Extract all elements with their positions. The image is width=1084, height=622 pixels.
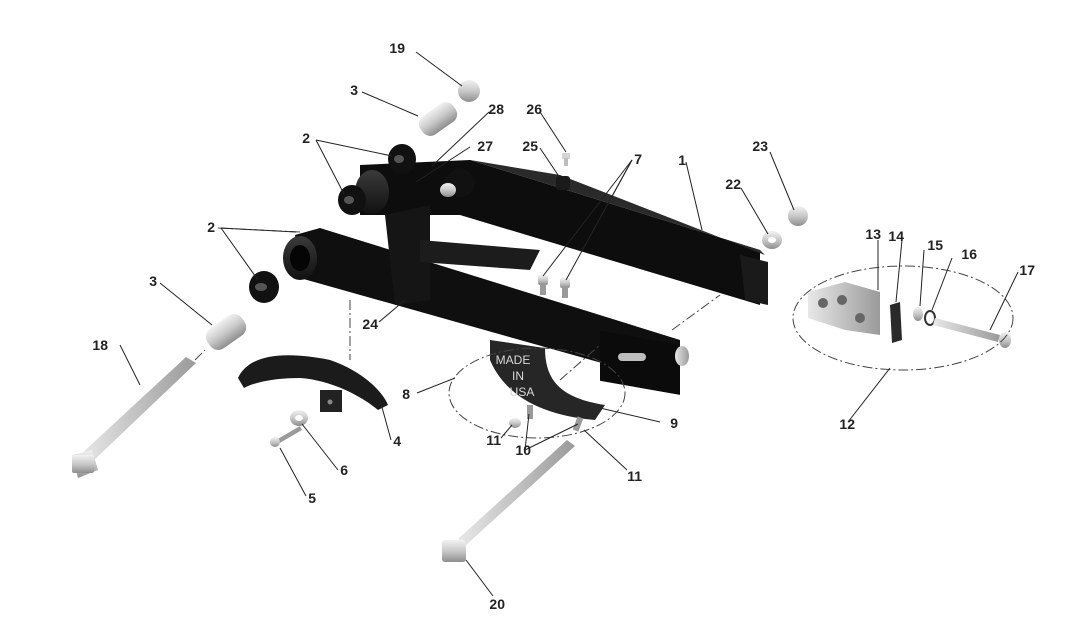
callout-17: 17 — [1019, 262, 1035, 278]
callout-8: 8 — [402, 386, 410, 402]
callout-18: 18 — [92, 337, 108, 353]
callout-19: 19 — [389, 40, 405, 56]
stamp-line3: USA — [510, 385, 535, 399]
nut-23 — [788, 206, 808, 226]
pivot-bolt — [72, 357, 196, 478]
stamp-line2: IN — [512, 369, 524, 383]
callout-3-upper: 3 — [350, 82, 358, 98]
clip-25 — [556, 176, 570, 190]
callout-2-upper: 2 — [302, 130, 310, 146]
washer-15 — [913, 307, 923, 321]
callout-5: 5 — [308, 490, 316, 506]
callout-14: 14 — [888, 228, 904, 244]
washer-16 — [924, 310, 936, 326]
callout-13: 13 — [865, 226, 881, 242]
adjuster-plate — [890, 302, 902, 343]
swingarm-frame — [283, 160, 768, 395]
adjuster-block — [808, 282, 880, 335]
callout-2-lower: 2 — [207, 219, 215, 235]
bolt-5 — [270, 426, 302, 447]
callout-labels: 19 3 2 2 3 18 28 27 26 25 7 1 23 22 24 8… — [92, 40, 1035, 612]
screw-10 — [527, 405, 533, 419]
screw-26 — [562, 153, 570, 166]
callout-15: 15 — [927, 237, 943, 253]
callout-7: 7 — [634, 151, 642, 167]
shock-bolt-b — [560, 278, 570, 298]
spacer-upper — [418, 102, 458, 136]
axle-bolt — [442, 440, 575, 562]
callout-11-left: 11 — [486, 432, 501, 448]
washer-6 — [290, 410, 308, 426]
bushing-upper — [388, 144, 416, 174]
callout-9: 9 — [670, 415, 678, 431]
leader-lines — [119, 51, 1019, 597]
callout-16: 16 — [961, 246, 977, 262]
washer-22 — [762, 231, 782, 249]
callout-20: 20 — [489, 596, 505, 612]
bushing-mid — [338, 185, 366, 215]
stamp-line1: MADE — [496, 353, 531, 367]
callout-26: 26 — [526, 101, 542, 117]
callout-28: 28 — [488, 101, 504, 117]
callout-3-lower: 3 — [149, 273, 157, 289]
callout-25: 25 — [522, 138, 538, 154]
callout-12: 12 — [839, 416, 855, 432]
chain-slider: MADE IN USA — [490, 340, 605, 420]
callout-4: 4 — [393, 433, 401, 449]
chain-guard — [238, 355, 388, 412]
shock-bolt-a — [538, 275, 548, 295]
bushing-lower — [249, 271, 279, 303]
callout-11-right: 11 — [627, 468, 642, 484]
nut-19 — [458, 80, 480, 102]
callout-1: 1 — [678, 152, 686, 168]
callout-10: 10 — [515, 442, 531, 458]
callout-22: 22 — [725, 176, 741, 192]
callout-27: 27 — [477, 138, 493, 154]
callout-23: 23 — [752, 138, 768, 154]
callout-24: 24 — [362, 316, 378, 332]
adjuster-bolt — [933, 318, 1011, 348]
spacer-lower — [205, 314, 247, 350]
callout-6: 6 — [340, 462, 348, 478]
